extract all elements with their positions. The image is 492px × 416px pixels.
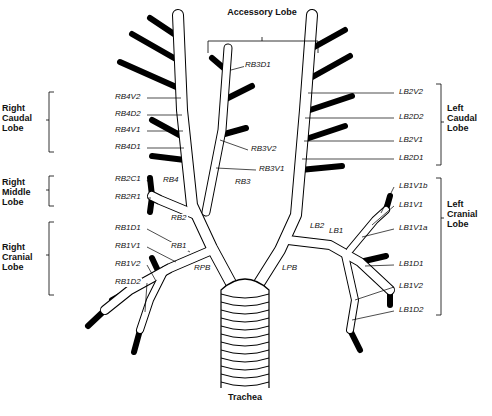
- bronchus-code: LB2D1: [398, 154, 424, 163]
- bronchus-code: RB1: [170, 242, 188, 251]
- bronchus-code: RB4: [162, 176, 180, 185]
- bronchus-code: RB1D2: [114, 278, 142, 287]
- bronchus-code: LB1: [328, 227, 344, 236]
- bronchus-code: LPB: [281, 264, 298, 273]
- lobe-name: Right Caudal Lobe: [2, 104, 44, 134]
- bronchus-code: LB2: [309, 222, 325, 231]
- bronchus-code: RB1V1: [114, 242, 141, 251]
- bronchus-code: LB1V1a: [398, 224, 428, 233]
- lobe-brackets: [46, 37, 444, 315]
- trachea-rings: [221, 279, 269, 388]
- bronchus-code: LB1D1: [398, 260, 424, 269]
- lobe-name: Left Cranial Lobe: [447, 200, 489, 230]
- bronchus-code: RB4V2: [114, 93, 141, 102]
- bronchus-code: RB1V2: [114, 260, 141, 269]
- bronchus-code: LB1D2: [398, 306, 424, 315]
- bronchus-code: RB3D1: [244, 61, 272, 70]
- bronchus-code: LB2V2: [398, 88, 424, 97]
- lobe-name: Accessory Lobe: [227, 8, 297, 18]
- bronchus-code: RB4D1: [114, 143, 142, 152]
- lobe-name: Trachea: [224, 393, 266, 403]
- bronchus-code: RPB: [193, 264, 211, 273]
- bronchus-code: LB1V1b: [398, 182, 428, 191]
- lobe-name: Right Cranial Lobe: [2, 243, 44, 273]
- bronchus-code: RB3: [234, 178, 252, 187]
- bronchus-code: RB2C1: [114, 175, 142, 184]
- bronchus-code: RB3V2: [250, 145, 277, 154]
- bronchus-code: LB2V1: [398, 136, 424, 145]
- leader-lines: [145, 66, 394, 320]
- bronchus-code: LB2D2: [398, 113, 424, 122]
- lobe-name: Right Middle Lobe: [2, 178, 44, 208]
- bronchus-code: RB4D2: [114, 110, 142, 119]
- bronchus-code: RB3V1: [258, 165, 285, 174]
- bronchus-code: RB2: [170, 214, 188, 223]
- bronchus-code: LB1V2: [398, 282, 424, 291]
- bronchus-code: RB1D1: [114, 224, 142, 233]
- bronchus-code: RB4V1: [114, 126, 141, 135]
- bronchus-code: RB2R1: [114, 193, 142, 202]
- bronchus-code: LB1V1: [398, 201, 424, 210]
- lobe-name: Left Caudal Lobe: [447, 104, 489, 134]
